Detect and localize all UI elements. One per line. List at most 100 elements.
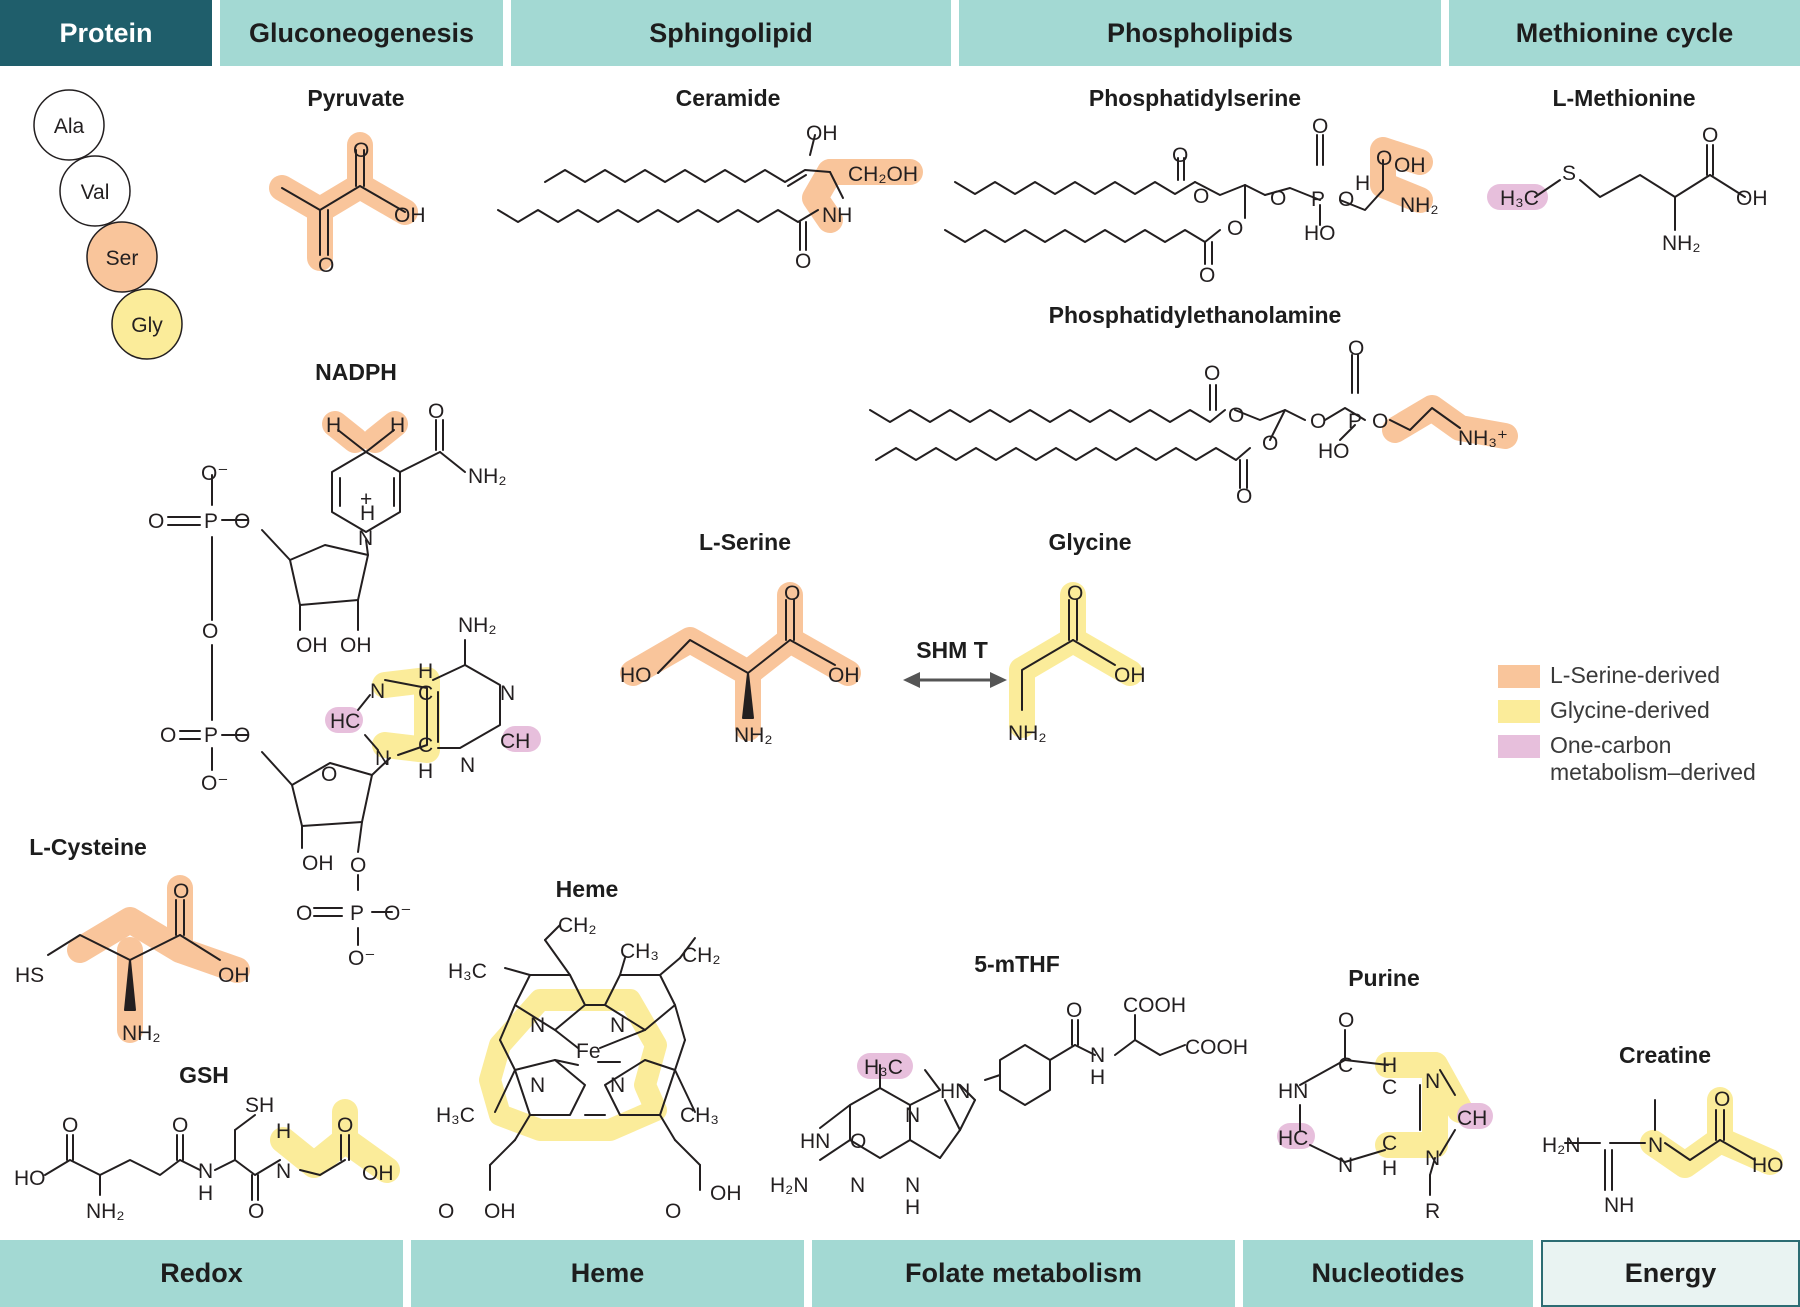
title-creatine: Creatine: [1619, 1042, 1711, 1068]
atom-oh: OH: [302, 852, 334, 875]
tab-energy[interactable]: Energy: [1541, 1240, 1800, 1307]
atom-c: C: [1382, 1132, 1397, 1155]
atom-o: O: [234, 724, 250, 747]
atom-n: N: [1425, 1070, 1440, 1093]
ser-label: Ser: [106, 247, 139, 270]
atom-o: O: [784, 582, 800, 605]
title-5-mthf: 5-mTHF: [974, 951, 1060, 977]
atom-h3c: H₃C: [1500, 187, 1539, 210]
atom-nh2: NH₂: [122, 1022, 160, 1045]
atom-oh: OH: [340, 634, 372, 657]
atom-o: O: [1270, 187, 1286, 210]
title-methionine: L-Methionine: [1552, 85, 1695, 111]
atom-oh: OH: [710, 1182, 742, 1205]
atom-nh: NH: [822, 204, 852, 227]
atom-oh: OH: [1394, 154, 1426, 177]
ala-label: Ala: [54, 115, 85, 138]
atom-n: N: [1425, 1147, 1440, 1170]
legend-item-glycine: Glycine-derived: [1498, 697, 1710, 724]
atom-o: O: [1310, 410, 1326, 433]
atom-nh2: NH₂: [86, 1200, 124, 1223]
tab-folate-metabolism[interactable]: Folate metabolism: [812, 1240, 1235, 1307]
atom-oh: OH: [394, 204, 426, 227]
tab-heme[interactable]: Heme: [411, 1240, 804, 1307]
atom-o: O: [428, 400, 444, 423]
atom-nh2: NH₂: [734, 724, 772, 747]
title-purine: Purine: [1348, 965, 1420, 991]
atom-o: O: [172, 1114, 188, 1137]
atom-r: R: [1425, 1200, 1440, 1223]
title-glycine: Glycine: [1048, 529, 1131, 555]
ala-circle: [33, 89, 105, 161]
atom-n: N: [610, 1014, 625, 1037]
atom-h: H: [390, 414, 405, 437]
atom-ho: HO: [620, 664, 652, 687]
atom-o: O: [1312, 115, 1328, 138]
atom-oh: OH: [484, 1200, 516, 1223]
atom-c: C: [1382, 1076, 1397, 1099]
title-ceramide: Ceramide: [676, 85, 781, 111]
atom-h: H: [905, 1196, 920, 1219]
atom-o: O: [234, 510, 250, 533]
atom-nh: NH: [1604, 1194, 1634, 1217]
tab-redox[interactable]: Redox: [0, 1240, 403, 1307]
atom-o: O: [1172, 144, 1188, 167]
amino-acid-chain: [33, 89, 183, 360]
atom-o: O: [353, 139, 369, 162]
atom-o-minus: O⁻: [384, 902, 411, 925]
atom-n: N: [460, 754, 475, 777]
atom-n: N: [198, 1160, 213, 1183]
atom-hn: HN: [940, 1080, 970, 1103]
atom-n: N: [610, 1074, 625, 1097]
val-label: Val: [81, 181, 110, 204]
tab-protein[interactable]: Protein: [0, 0, 212, 66]
tab-methionine-cycle[interactable]: Methionine cycle: [1449, 0, 1800, 66]
atom-o: O: [665, 1200, 681, 1223]
atom-ch2: CH₂: [558, 914, 596, 937]
atom-hc: HC: [1278, 1127, 1308, 1150]
atom-o: O: [1193, 185, 1209, 208]
atom-n: N: [850, 1174, 865, 1197]
atom-o: O: [1228, 404, 1244, 427]
atom-nh2: NH₂: [1400, 194, 1438, 217]
atom-n: N: [1648, 1134, 1663, 1157]
atom-o: O: [1204, 362, 1220, 385]
atom-oh: OH: [296, 634, 328, 657]
atom-nh2: NH₂: [468, 465, 506, 488]
atom-h: H: [276, 1120, 291, 1143]
atom-o: O: [202, 620, 218, 643]
atom-ch2oh: CH₂OH: [848, 163, 918, 186]
atom-o: O: [148, 510, 164, 533]
legend-label: L-Serine-derived: [1550, 662, 1721, 688]
atom-ch2: CH₂: [682, 944, 720, 967]
title-pyruvate: Pyruvate: [307, 85, 404, 111]
tab-gluconeogenesis[interactable]: Gluconeogenesis: [220, 0, 503, 66]
atom-ho: HO: [1304, 222, 1336, 245]
title-heme: Heme: [556, 876, 619, 902]
atom-h: H: [326, 414, 341, 437]
atom-h: H: [418, 760, 433, 783]
atom-n: N: [370, 680, 385, 703]
atom-h: H: [360, 502, 375, 525]
atom-sh: SH: [245, 1094, 274, 1117]
bonds-layer: [44, 134, 1756, 1201]
atom-h3c: H₃C: [448, 960, 487, 983]
legend-swatch-glycine: [1498, 700, 1540, 723]
atom-n: N: [358, 527, 373, 550]
gly-circle: [111, 288, 183, 360]
title-serine: L-Serine: [699, 529, 791, 555]
atom-h2n: H₂N: [770, 1174, 808, 1197]
atom-p: P: [1348, 410, 1362, 433]
atom-h: H: [418, 660, 433, 683]
tab-sphingolipid[interactable]: Sphingolipid: [511, 0, 951, 66]
tab-nucleotides[interactable]: Nucleotides: [1243, 1240, 1533, 1307]
atom-hc: HC: [330, 710, 360, 733]
atom-n: N: [905, 1104, 920, 1127]
atom-c: C: [1338, 1054, 1353, 1077]
atom-h: H: [1382, 1054, 1397, 1077]
atom-oh: OH: [828, 664, 860, 687]
title-cysteine: L-Cysteine: [29, 834, 147, 860]
atom-o: O: [1348, 337, 1364, 360]
tab-phospholipids[interactable]: Phospholipids: [959, 0, 1441, 66]
atom-o: O: [850, 1130, 866, 1153]
